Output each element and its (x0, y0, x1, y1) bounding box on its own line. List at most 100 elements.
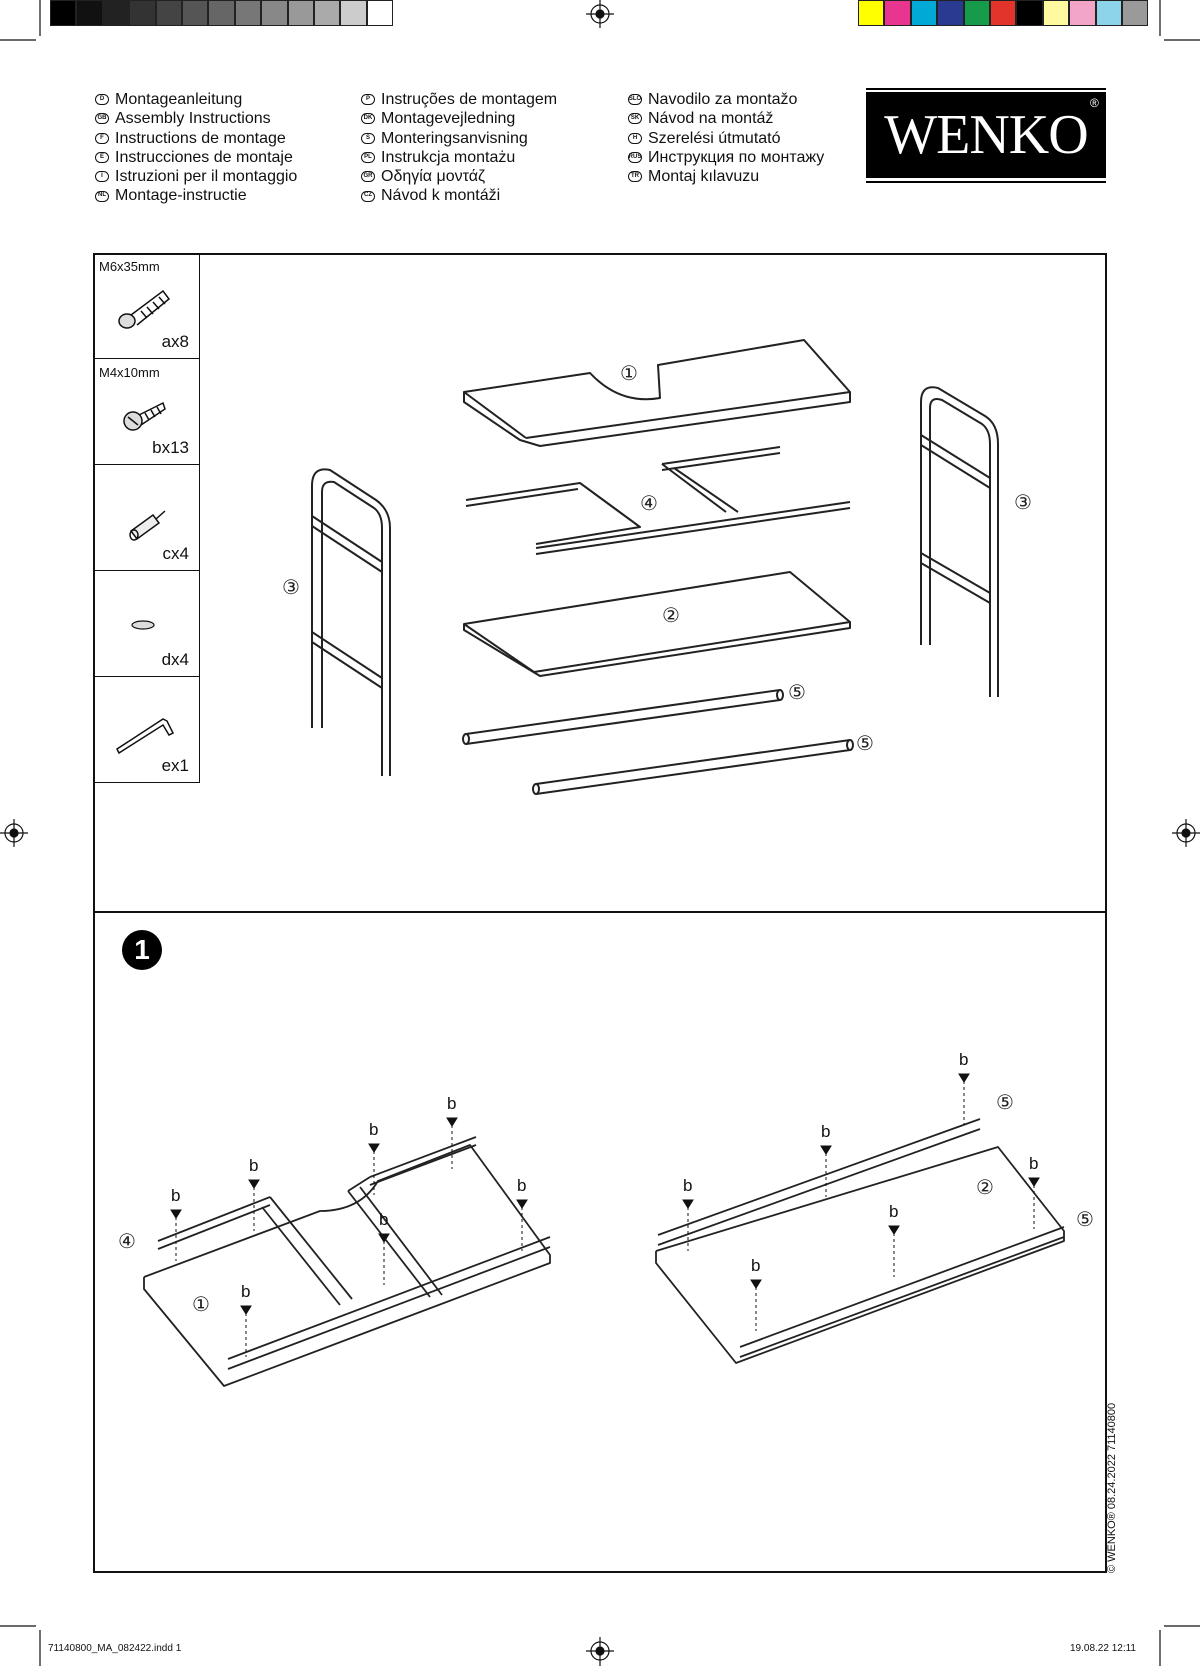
language-label: Návod k montáži (381, 187, 501, 205)
screw-label: b (249, 1156, 258, 1175)
part-size: M6x35mm (99, 259, 160, 274)
lower-panel (463, 571, 851, 677)
color-swatch (261, 0, 288, 26)
callout-3-left: ③ (282, 577, 300, 599)
language-code-badge: CZ (361, 190, 375, 202)
color-swatch (287, 0, 314, 26)
language-code-badge: SK (628, 113, 642, 125)
rail-upper (462, 689, 784, 745)
bolt-icon (118, 289, 171, 329)
color-swatch (366, 0, 394, 26)
brand-logo: WENKO (866, 92, 1106, 178)
part-size: M4x10mm (99, 365, 160, 380)
language-item: CZ Návod k montáži (361, 186, 557, 205)
screw-marker (368, 1143, 380, 1153)
color-swatch (314, 0, 341, 26)
color-swatch (1122, 0, 1149, 26)
allen-key-icon (116, 718, 175, 755)
screw-label: b (369, 1120, 378, 1139)
registration-mark-right (1172, 819, 1200, 847)
language-label: Szerelési útmutató (648, 129, 781, 147)
parts-list: M6x35mm ax8 M4x10mm bx13 cx4 dx4 ex1 (93, 253, 200, 783)
color-swatch (910, 0, 938, 26)
callout-4: ④ (118, 1231, 136, 1253)
bottom-panel-assembly (655, 1118, 1065, 1364)
color-swatch (234, 0, 262, 26)
language-item: PL Instrukcja montażu (361, 148, 557, 167)
dowel-icon (129, 510, 166, 541)
language-code-badge: S (361, 132, 375, 144)
registered-mark: ® (1090, 96, 1099, 110)
callout-3-right: ③ (1014, 492, 1032, 514)
color-swatch (129, 0, 156, 26)
part-quantity: ax8 (161, 332, 189, 351)
top-panel (463, 339, 851, 447)
color-swatch (340, 0, 367, 26)
language-label: Instructions de montage (115, 129, 286, 147)
language-label: Montageanleitung (115, 91, 243, 108)
language-label: Instrukcja montażu (381, 148, 516, 166)
language-code-badge: D (95, 94, 109, 106)
side-frame-right (920, 386, 999, 697)
registration-mark-left (0, 819, 28, 847)
upper-frame (465, 446, 851, 555)
screw-label: b (751, 1256, 760, 1275)
color-swatch (182, 0, 209, 26)
screw-label: b (379, 1210, 388, 1229)
language-item: RUS Инструкция по монтажу (628, 148, 824, 167)
color-swatch (155, 0, 182, 26)
color-swatch (50, 0, 77, 26)
color-swatch (1016, 0, 1043, 26)
language-label: Инструкция по монтажу (648, 148, 825, 166)
language-code-badge: PL (361, 152, 375, 164)
side-frame-left (311, 468, 391, 776)
color-swatch (208, 0, 235, 26)
screw-markers (170, 1073, 1040, 1357)
screw-marker (516, 1199, 528, 1209)
part-a: M6x35mm ax8 (93, 253, 200, 359)
callout-5-lower: ⑤ (1076, 1209, 1094, 1231)
screw-icon (123, 401, 166, 431)
language-label: Montagevejledning (381, 110, 516, 128)
language-item: F Instructions de montage (95, 129, 297, 148)
color-swatch (1069, 0, 1096, 26)
language-code-badge: SLO (628, 94, 642, 106)
registration-mark-top (586, 0, 614, 28)
screw-label: b (517, 1176, 526, 1195)
screw-label: b (889, 1202, 898, 1221)
copyright-vertical: © WENKO® 08.24.2022 71140800 (1106, 1402, 1118, 1573)
part-e: ex1 (93, 677, 200, 783)
part-d: dx4 (93, 571, 200, 677)
callout-5-upper: ⑤ (996, 1092, 1014, 1114)
exploded-view-diagram: ① ④ ② ③ ③ ⑤ ⑤ (282, 339, 1032, 795)
washer-icon (131, 620, 155, 630)
color-swatch (1042, 0, 1070, 26)
part-quantity: bx13 (152, 438, 189, 457)
screw-label: b (241, 1282, 250, 1301)
screw-label: b (447, 1094, 456, 1113)
language-code-badge: F (95, 132, 109, 144)
color-swatch (937, 0, 964, 26)
part-quantity: cx4 (162, 544, 189, 563)
screw-label: b (683, 1176, 692, 1195)
language-code-badge: RUS (628, 152, 642, 164)
logo-rule-bottom (866, 181, 1106, 183)
language-label: Montaj kılavuzu (648, 168, 760, 186)
color-swatch (102, 0, 130, 26)
language-code-badge: DK (361, 113, 375, 125)
language-label: Οδηγία μοντάζ (381, 168, 486, 186)
registration-mark-bottom (586, 1637, 614, 1666)
callout-2: ② (976, 1177, 994, 1199)
screw-marker (1028, 1177, 1040, 1187)
